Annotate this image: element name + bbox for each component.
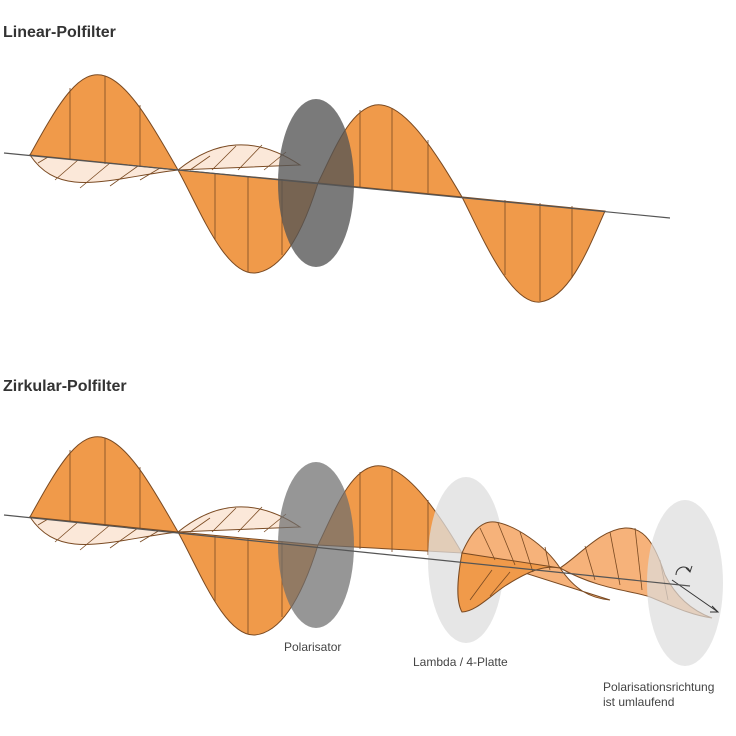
circular-horizontal-wave (28, 506, 302, 551)
circular-vertical-wave (29, 436, 463, 636)
linear-horizontal-wave (28, 144, 302, 189)
output-plate (647, 500, 723, 666)
circular-section (3, 436, 723, 666)
label-polarisator: Polarisator (284, 640, 342, 654)
label-lambda-4-platte: Lambda / 4-Platte (413, 655, 508, 669)
label-polarisationsrichtung: Polarisationsrichtung ist umlaufend (603, 680, 714, 710)
label-direction-line1: Polarisationsrichtung (603, 680, 715, 694)
circular-polarizer-disc (278, 462, 354, 628)
circular-propagation-axis (3, 514, 691, 587)
title-linear-polfilter: Linear-Polfilter (3, 24, 116, 41)
title-zirkular-polfilter: Zirkular-Polfilter (3, 378, 127, 395)
linear-section (3, 74, 671, 303)
linear-propagation-axis (3, 152, 671, 219)
label-direction-line2: ist umlaufend (603, 695, 675, 709)
